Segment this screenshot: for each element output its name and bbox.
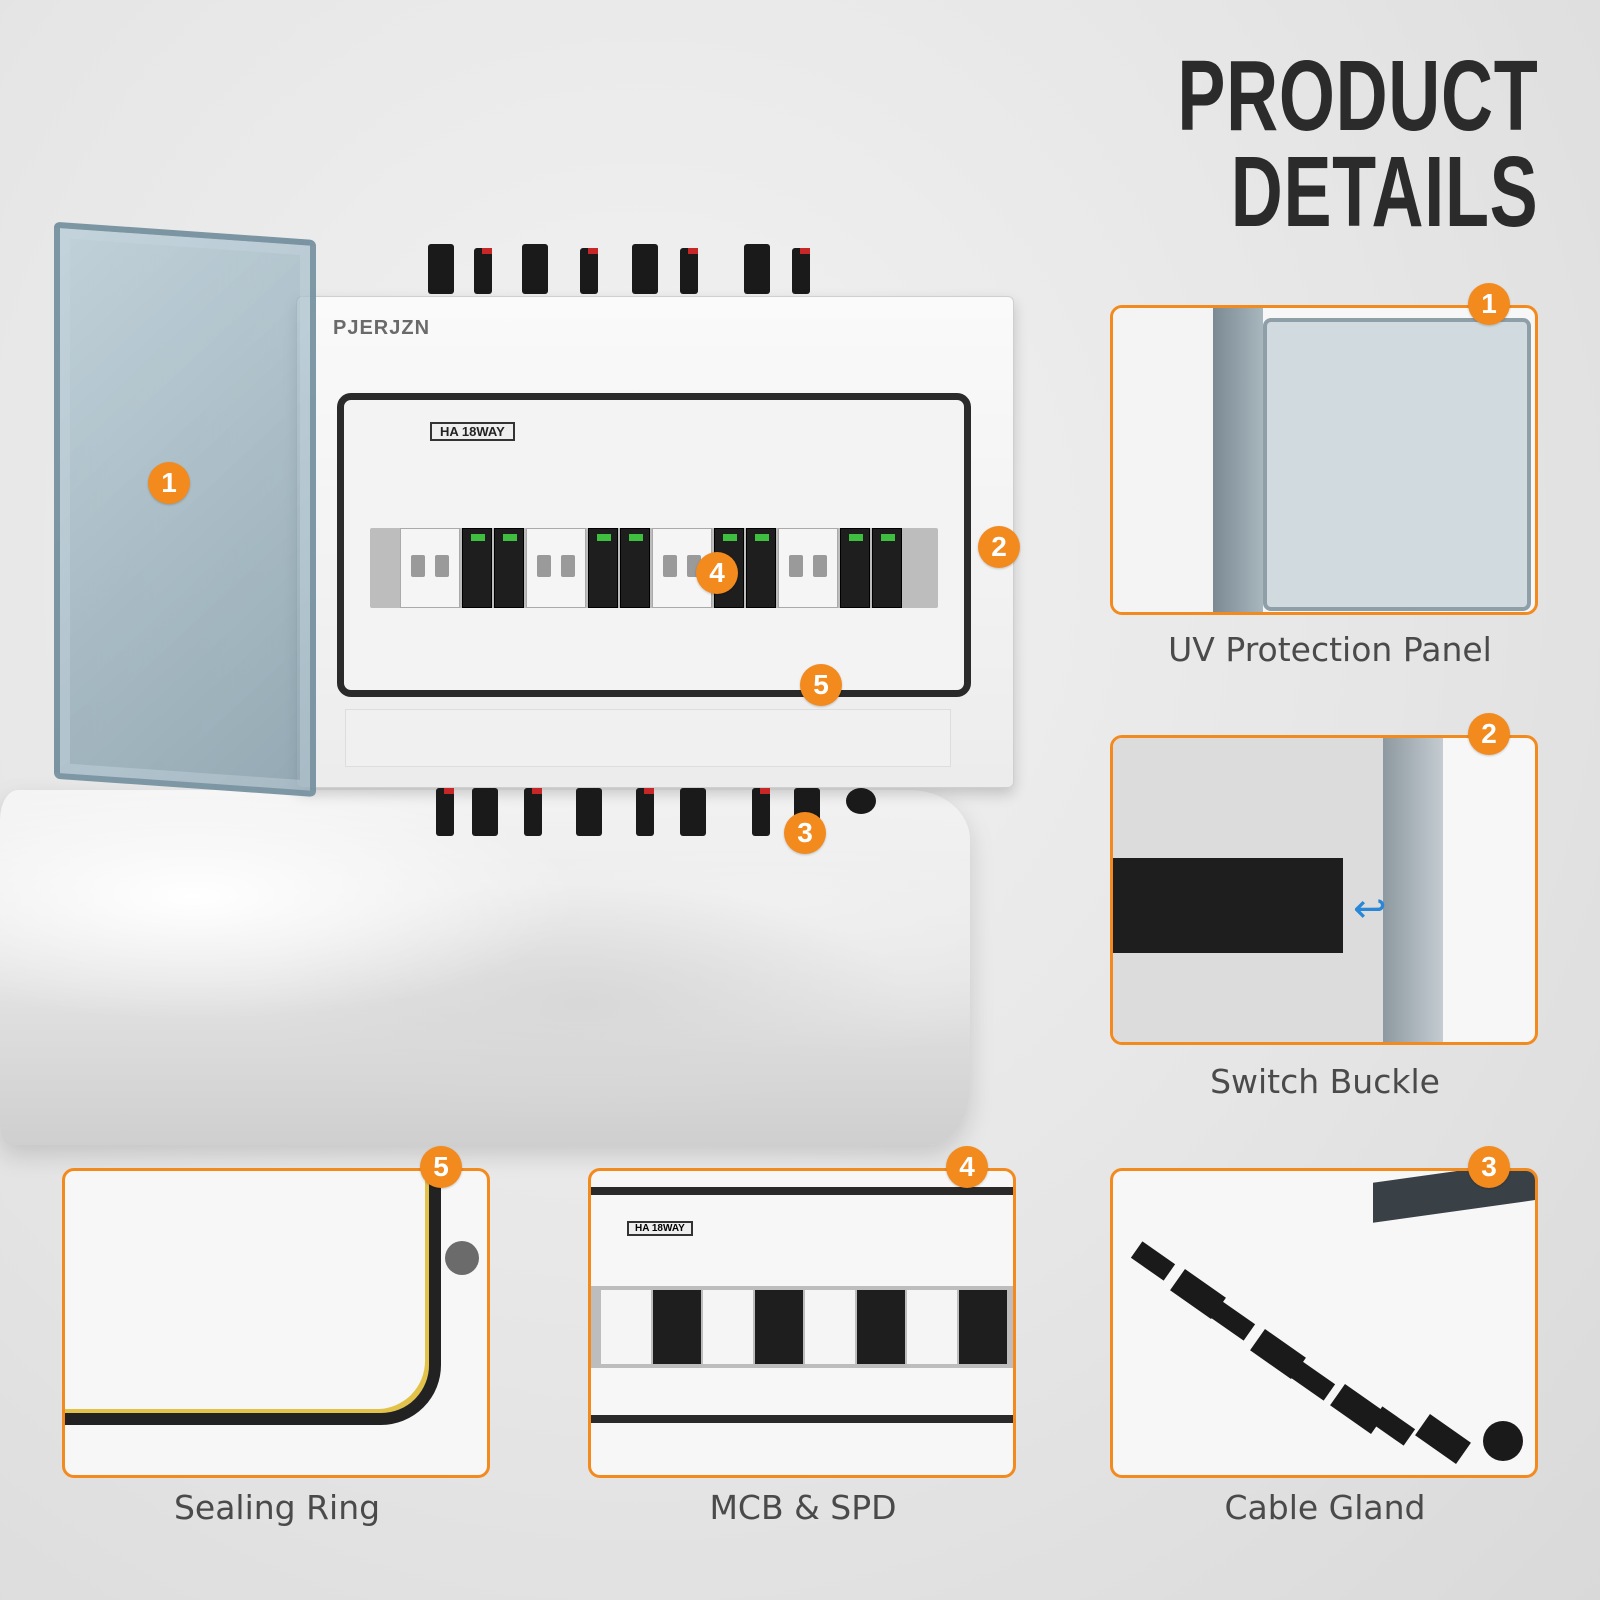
- detail-panel-buckle: ↩: [1110, 735, 1538, 1045]
- detail-badge-4: 4: [946, 1146, 988, 1188]
- connector-icon: [744, 244, 770, 294]
- caption-sealing-ring: Sealing Ring: [173, 1488, 381, 1527]
- spd-module: [746, 528, 776, 608]
- callout-badge-1: 1: [148, 462, 190, 504]
- caption-mcb-spd: MCB & SPD: [709, 1488, 897, 1527]
- caption-uv-protection-panel: UV Protection Panel: [1168, 630, 1492, 669]
- mcb-module: [601, 1290, 651, 1364]
- spd-module: [755, 1290, 803, 1364]
- spd-module: [494, 528, 524, 608]
- connector-icon: [474, 248, 492, 294]
- rock-pedestal: [0, 790, 970, 1145]
- detail-badge-3: 3: [1468, 1146, 1510, 1188]
- connector-icon: [752, 788, 770, 836]
- sealing-ring: HA 18WAY: [337, 393, 971, 697]
- din-rail: [591, 1286, 1013, 1368]
- connector-icon: [472, 788, 498, 836]
- connector-icon: [428, 244, 454, 294]
- din-rail: [370, 528, 938, 608]
- buckle-latch: [1383, 738, 1443, 1042]
- spd-module: [653, 1290, 701, 1364]
- connector-icon: [636, 788, 654, 836]
- bottom-cover: [345, 709, 951, 767]
- connector-icon: [1130, 1241, 1176, 1281]
- connector-icon: [524, 788, 542, 836]
- connector-icon: [1370, 1406, 1416, 1446]
- caption-switch-buckle: Switch Buckle: [1210, 1062, 1440, 1101]
- mcb-module: [526, 528, 586, 608]
- spd-module: [959, 1290, 1007, 1364]
- model-label: HA 18WAY: [627, 1221, 693, 1236]
- mcb-module: [805, 1290, 855, 1364]
- cable-gland-icon: [846, 788, 876, 814]
- connector-icon: [680, 248, 698, 294]
- connector-icon: [632, 244, 658, 294]
- detail-badge-1: 1: [1468, 283, 1510, 325]
- spd-module: [872, 528, 902, 608]
- curved-arrow-icon: ↩: [1353, 886, 1387, 932]
- title-line-1: PRODUCT: [1176, 40, 1538, 152]
- door-glass: [1263, 318, 1531, 611]
- spd-module: [857, 1290, 905, 1364]
- connector-icon: [522, 244, 548, 294]
- detail-badge-2: 2: [1468, 713, 1510, 755]
- caption-cable-gland: Cable Gland: [1224, 1488, 1426, 1527]
- callout-badge-2: 2: [978, 526, 1020, 568]
- detail-panel-uv: [1110, 305, 1538, 615]
- detail-panel-mcb-spd: HA 18WAY: [588, 1168, 1016, 1478]
- connector-icon: [1210, 1301, 1256, 1341]
- door-hinge: [1213, 308, 1263, 612]
- connector-icon: [580, 248, 598, 294]
- title-line-2: DETAILS: [1230, 136, 1538, 248]
- model-label: HA 18WAY: [430, 422, 515, 441]
- connector-icon: [792, 248, 810, 294]
- mcb-module: [703, 1290, 753, 1364]
- brand-logo: PJERJZN: [333, 317, 431, 339]
- connector-icon: [436, 788, 454, 836]
- spd-module: [620, 528, 650, 608]
- screw-icon: [445, 1241, 479, 1275]
- spd-module: [462, 528, 492, 608]
- mcb-module: [778, 528, 838, 608]
- cable-gland-icon: [1483, 1421, 1523, 1461]
- connector-icon: [680, 788, 706, 836]
- spd-module: [840, 528, 870, 608]
- breaker-closeup: [1113, 858, 1343, 953]
- callout-badge-4: 4: [696, 552, 738, 594]
- detail-panel-sealing-ring: [62, 1168, 490, 1478]
- mcb-module: [907, 1290, 957, 1364]
- connector-icon: [1290, 1361, 1336, 1401]
- combiner-box: PJERJZN HA 18WAY: [296, 296, 1014, 788]
- transparent-door: [54, 221, 316, 797]
- connector-icon: [1415, 1414, 1471, 1464]
- page-title: PRODUCT DETAILS: [1176, 40, 1538, 248]
- sealing-ring-closeup: [65, 1171, 441, 1425]
- spd-module: [588, 528, 618, 608]
- connector-icon: [576, 788, 602, 836]
- mcb-module: [652, 528, 712, 608]
- mcb-module: [400, 528, 460, 608]
- callout-badge-3: 3: [784, 812, 826, 854]
- callout-badge-5: 5: [800, 664, 842, 706]
- detail-panel-gland: [1110, 1168, 1538, 1478]
- detail-badge-5: 5: [420, 1146, 462, 1188]
